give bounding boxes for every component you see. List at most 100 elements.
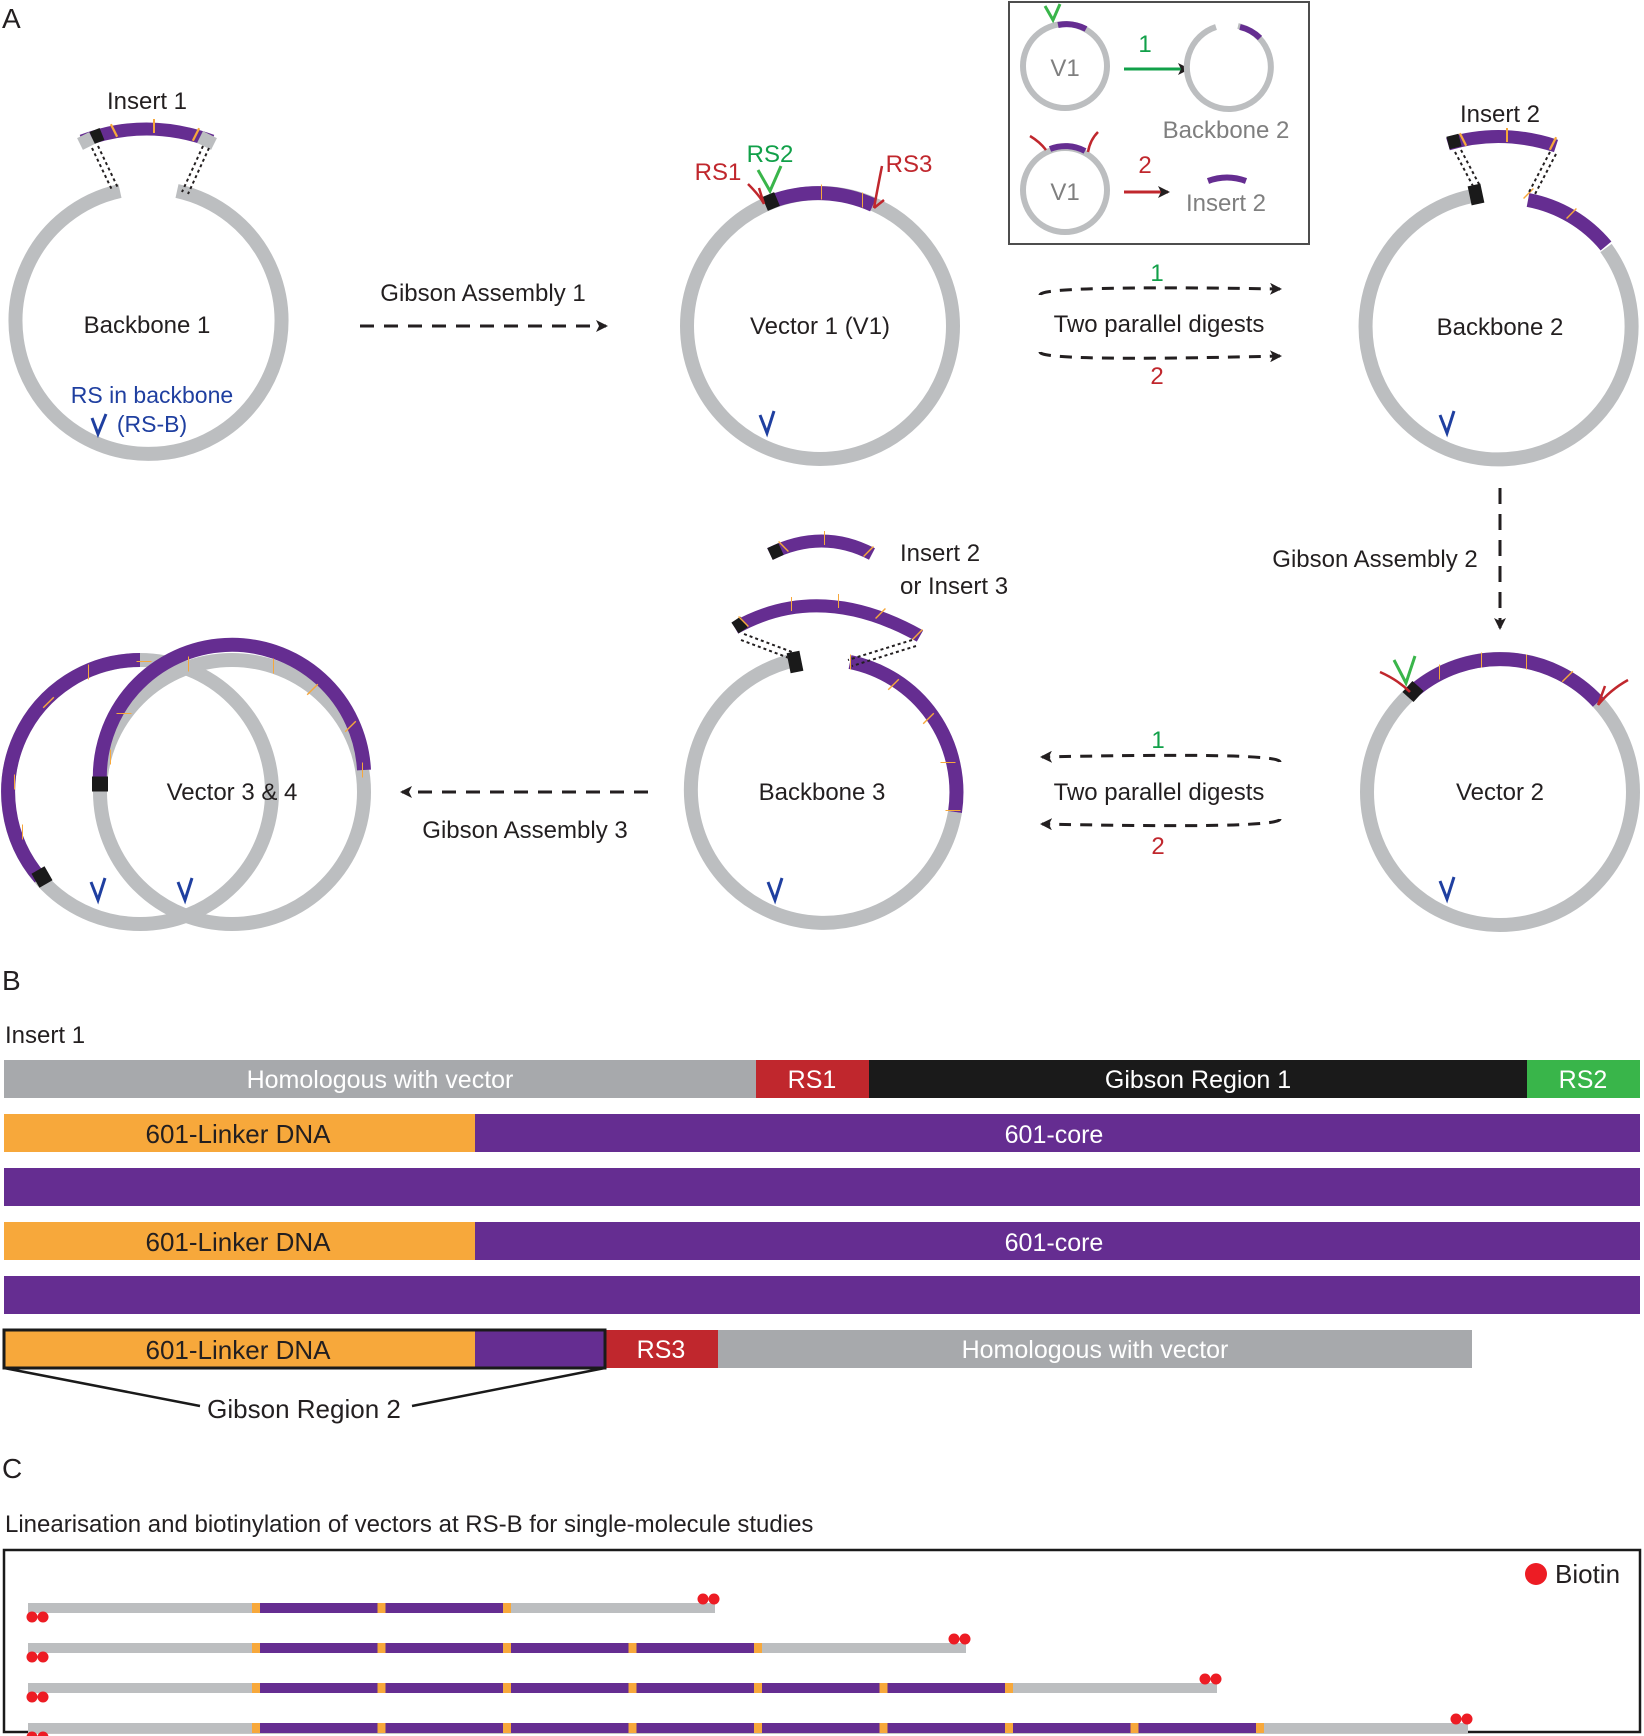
backbone-3-linkers bbox=[850, 654, 961, 811]
molecule-linker bbox=[252, 1683, 260, 1693]
backbone-3-label: Backbone 3 bbox=[759, 779, 886, 806]
backbone-1-label: Backbone 1 bbox=[84, 312, 211, 339]
rs3-segment-label: RS3 bbox=[637, 1336, 686, 1364]
inset-backbone-2-ring bbox=[1183, 23, 1274, 112]
homologous-segment-1 bbox=[4, 1060, 756, 1098]
biotin-left-icon bbox=[37, 1611, 49, 1623]
insert-2-or-3-label-2: or Insert 3 bbox=[900, 573, 1008, 600]
core-segment-b bbox=[475, 1222, 1640, 1260]
vector-2-diagram: Vector 2 bbox=[1360, 652, 1640, 932]
vector-3-rs-b-icon bbox=[89, 877, 107, 905]
linker-segment-c bbox=[4, 1330, 475, 1368]
digest-1-number: 1 bbox=[1150, 260, 1163, 287]
insert-2-or-3-linkers bbox=[778, 531, 874, 557]
insert-1-left-gibson bbox=[89, 127, 105, 145]
biotin-right-icon bbox=[1461, 1713, 1473, 1725]
biotin-left-icon bbox=[26, 1731, 38, 1736]
vector-2-insert-arc bbox=[1410, 652, 1604, 707]
vector-2-label: Vector 2 bbox=[1456, 779, 1544, 806]
biotin-left-icon bbox=[37, 1651, 49, 1663]
vector-3-4-label: Vector 3 & 4 bbox=[167, 779, 298, 806]
biotin-right-icon bbox=[1210, 1673, 1222, 1685]
vector-4-rs-b-icon bbox=[176, 877, 194, 905]
insert-2-label: Insert 2 bbox=[1460, 101, 1540, 128]
insert-2-or-3-label-1: Insert 2 bbox=[900, 540, 980, 567]
backbone-2-diagram: Insert 2 Backbone 2 bbox=[1358, 101, 1639, 467]
digest-1-number-bottom: 1 bbox=[1151, 727, 1164, 754]
backbone-2-rs-b-icon bbox=[1438, 410, 1456, 438]
molecule-linker bbox=[754, 1643, 762, 1653]
molecule-linker bbox=[503, 1643, 511, 1653]
molecule-linker bbox=[377, 1683, 386, 1693]
rs2-label: RS2 bbox=[747, 141, 794, 168]
biotin-left-icon bbox=[26, 1611, 38, 1623]
rs3-site-icon bbox=[872, 165, 885, 209]
two-digests-label-top: Two parallel digests bbox=[1054, 311, 1265, 338]
core-label-b: 601-core bbox=[1005, 1229, 1104, 1257]
biotin-legend-icon bbox=[1525, 1563, 1547, 1585]
inset-insert-2-fragment bbox=[1206, 174, 1248, 184]
vector-2-linkers bbox=[1439, 652, 1574, 683]
vector-4-ring bbox=[93, 653, 371, 931]
insert-1-right-homology bbox=[197, 131, 217, 150]
core-continuation-a bbox=[4, 1168, 1640, 1206]
linker-label-b: 601-Linker DNA bbox=[146, 1227, 332, 1257]
linker-segment-a bbox=[4, 1114, 475, 1152]
insert-2-or-3-gibson bbox=[767, 543, 784, 560]
biotin-right-icon bbox=[1450, 1713, 1462, 1725]
panel-c-title: Linearisation and biotinylation of vecto… bbox=[5, 1511, 813, 1538]
vector-3-gibson-block bbox=[31, 866, 53, 888]
gibson-2-label: Gibson Assembly 2 bbox=[1272, 546, 1477, 573]
molecule-linker bbox=[879, 1683, 888, 1693]
molecule-linker bbox=[628, 1683, 637, 1693]
inset-v1-insert-2 bbox=[1048, 143, 1087, 154]
inset-v1-label-1: V1 bbox=[1050, 55, 1079, 82]
two-digests-label-bottom: Two parallel digests bbox=[1054, 779, 1265, 806]
vector-1-diagram: Vector 1 (V1) RS1 RS2 RS3 bbox=[680, 141, 960, 466]
vector-1-label: Vector 1 (V1) bbox=[750, 313, 890, 340]
inset-v1-insert-1 bbox=[1057, 21, 1088, 32]
gibson-3-label: Gibson Assembly 3 bbox=[422, 817, 627, 844]
molecule-linker bbox=[503, 1603, 511, 1613]
biotin-left-icon bbox=[37, 1691, 49, 1703]
vector-1-gibson-block bbox=[762, 192, 780, 211]
backbone-2-gibson-overlap bbox=[1454, 149, 1557, 197]
insert-1-linker bbox=[109, 119, 201, 142]
molecule-linker bbox=[754, 1723, 762, 1733]
digest-1-arrow bbox=[1038, 282, 1282, 297]
rs3-label: RS3 bbox=[886, 151, 933, 178]
backbone-3-diagram: Insert 2 or Insert 3 Backbone 3 bbox=[683, 531, 1008, 930]
molecule-linker bbox=[377, 1603, 386, 1613]
backbone-3-gibson-block bbox=[786, 650, 804, 674]
biotin-right-icon bbox=[959, 1633, 971, 1645]
insert-2-linkers bbox=[1458, 128, 1558, 151]
digest-2-number-bottom: 2 bbox=[1151, 833, 1164, 860]
vector-4-insert-arc bbox=[92, 637, 371, 785]
molecule-linker bbox=[879, 1723, 888, 1733]
backbone-3-fragment-gibson bbox=[731, 616, 748, 634]
molecule-linker bbox=[503, 1683, 511, 1693]
biotin-left-icon bbox=[26, 1651, 38, 1663]
rs1-segment-label: RS1 bbox=[788, 1066, 837, 1094]
panel-b-insert-1-label: Insert 1 bbox=[5, 1022, 85, 1049]
rs-b-label: (RS-B) bbox=[117, 411, 187, 437]
biotin-left-icon bbox=[26, 1691, 38, 1703]
linear-molecules bbox=[26, 1593, 1473, 1736]
inset-backbone-2-insert bbox=[1239, 24, 1263, 41]
inset-rs-red-icons bbox=[1029, 131, 1099, 153]
backbone-3-gibson-overlap bbox=[740, 633, 917, 667]
rs2-segment-label: RS2 bbox=[1559, 1066, 1608, 1094]
molecule-linker bbox=[754, 1683, 762, 1693]
rs1-site-icon bbox=[747, 183, 766, 205]
insert-1-label: Insert 1 bbox=[107, 88, 187, 115]
rs2-site-icon bbox=[756, 165, 783, 195]
biotin-right-icon bbox=[708, 1593, 720, 1605]
biotin-left-icon bbox=[37, 1731, 49, 1736]
molecule-linker bbox=[1005, 1683, 1013, 1693]
gibson-region-1-segment bbox=[869, 1060, 1527, 1098]
rs-backbone-label: RS in backbone bbox=[71, 382, 233, 408]
inset-frame bbox=[1008, 1, 1310, 245]
panel-a-label: A bbox=[2, 3, 21, 34]
homologous-label-1: Homologous with vector bbox=[247, 1066, 514, 1094]
molecule-linker bbox=[628, 1723, 637, 1733]
